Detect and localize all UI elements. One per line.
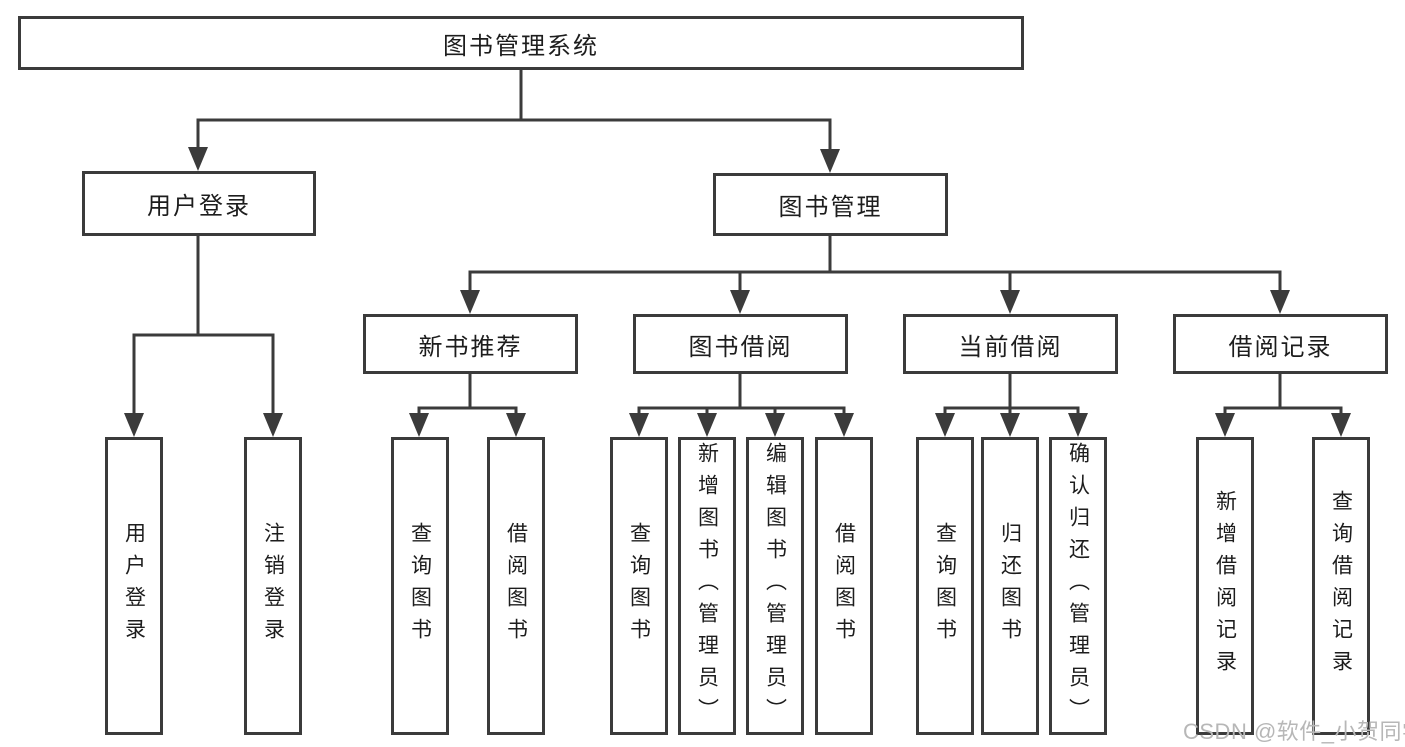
leaf-query-books-current: 查询图书 [916,437,974,735]
leaf-query-books-newbook: 查询图书 [391,437,449,735]
arrowhead [629,413,649,437]
connector-userlogin-branch [132,333,275,418]
leaf-borrow-books-newbook: 借阅图书 [487,437,545,735]
arrowhead [1000,413,1020,437]
node-book-management-label: 图书管理 [778,194,883,221]
arrowhead [460,290,480,314]
node-borrowing-records: 借阅记录 [1173,314,1388,374]
connector-newbook-branch [417,406,518,418]
leaf-query-borrow-record-label: 查询借阅记录 [1329,490,1353,682]
connector-records-branch [1223,406,1343,418]
leaf-user-login: 用户登录 [105,437,163,735]
leaf-logout: 注销登录 [244,437,302,735]
arrowhead [935,413,955,437]
leaf-query-borrow-record: 查询借阅记录 [1312,437,1370,735]
leaf-return-book: 归还图书 [981,437,1039,735]
leaf-user-login-label: 用户登录 [122,522,146,650]
leaf-add-book-admin-label: 新增图书（管理员） [695,442,719,730]
leaf-add-book-admin: 新增图书（管理员） [678,437,736,735]
node-book-management: 图书管理 [713,173,948,236]
arrowhead [730,290,750,314]
connector-bookmgmt-branch [468,270,1282,296]
node-current-borrowing: 当前借阅 [903,314,1118,374]
leaf-confirm-return-admin: 确认归还（管理员） [1049,437,1107,735]
arrowhead [1331,413,1351,437]
leaf-edit-book-admin: 编辑图书（管理员） [746,437,804,735]
leaf-logout-label: 注销登录 [261,522,285,650]
arrowhead [1000,290,1020,314]
arrowhead [834,413,854,437]
arrowhead [1068,413,1088,437]
leaf-add-borrow-record-label: 新增借阅记录 [1213,490,1237,682]
node-new-book-label: 新书推荐 [418,333,523,361]
csdn-watermark: CSDN @软件_小贺同学 [1183,719,1405,744]
arrowhead [1270,290,1290,314]
arrowhead [124,413,144,437]
leaf-return-book-label: 归还图书 [998,522,1022,650]
connector-bookborrow-branch [637,406,846,418]
node-root-label: 图书管理系统 [443,32,599,60]
leaf-borrow-books-borrow-label: 借阅图书 [832,522,856,650]
node-book-borrowing: 图书借阅 [633,314,848,374]
arrowhead [697,413,717,437]
node-current-borrowing-label: 当前借阅 [958,333,1063,361]
leaf-query-books-newbook-label: 查询图书 [408,522,432,650]
leaf-borrow-books-newbook-label: 借阅图书 [504,522,528,650]
node-book-borrowing-label: 图书借阅 [688,333,793,361]
arrowhead [820,149,840,173]
leaf-query-books-borrow-label: 查询图书 [627,522,651,650]
node-user-login-label: 用户登录 [147,193,251,220]
arrowheads [124,147,1351,437]
arrowhead [506,413,526,437]
leaf-query-books-current-label: 查询图书 [933,522,957,650]
node-user-login: 用户登录 [82,171,316,236]
arrowhead [765,413,785,437]
leaf-confirm-return-admin-label: 确认归还（管理员） [1066,442,1090,730]
leaf-edit-book-admin-label: 编辑图书（管理员） [763,442,787,730]
node-new-book-recommendation: 新书推荐 [363,314,578,374]
node-root: 图书管理系统 [18,16,1024,70]
node-borrowing-records-label: 借阅记录 [1228,333,1333,361]
leaf-add-borrow-record: 新增借阅记录 [1196,437,1254,735]
arrowhead [1215,413,1235,437]
arrowhead [263,413,283,437]
arrowhead [409,413,429,437]
connector-root-branch [196,118,832,154]
leaf-query-books-borrow: 查询图书 [610,437,668,735]
arrowhead [188,147,208,171]
leaf-borrow-books-borrow: 借阅图书 [815,437,873,735]
